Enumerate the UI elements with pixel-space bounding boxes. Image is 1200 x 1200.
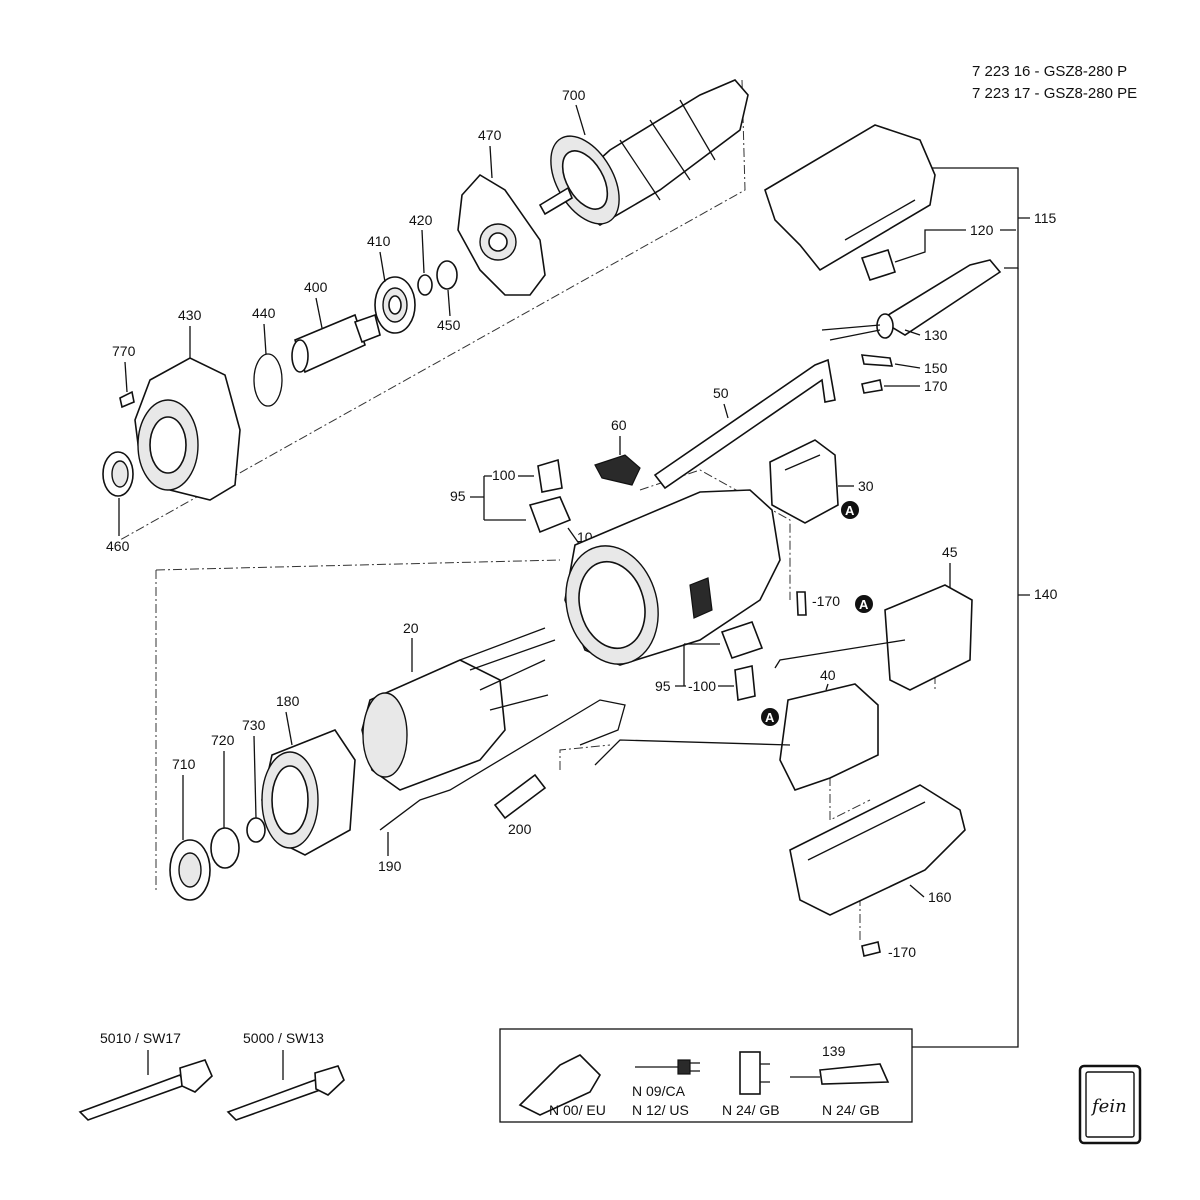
- part-number-30: 30: [858, 478, 874, 494]
- screw-170-top: [861, 379, 883, 394]
- part-number-95-top: 95: [450, 488, 466, 504]
- part-number-180: 180: [276, 693, 300, 709]
- switch-slide-50: [653, 358, 836, 490]
- spindle-400: [291, 313, 381, 374]
- part-number-430: 430: [178, 307, 202, 323]
- brush-holder-10: [528, 496, 572, 534]
- handle-shell-160: [789, 784, 966, 916]
- part-number-20: 20: [403, 620, 419, 636]
- part-number-200: 200: [508, 821, 532, 837]
- marker-a-3: A: [761, 708, 779, 726]
- bearing-plate-470: [457, 173, 546, 296]
- plug-eu-icon: [518, 1054, 602, 1116]
- part-number-100-top: 100: [492, 467, 516, 483]
- plug-label-gb-2: N 24/ GB: [822, 1102, 880, 1118]
- circlip-450: [436, 260, 458, 290]
- fein-logo: fein: [1078, 1064, 1142, 1145]
- sleeve-200: [493, 773, 547, 820]
- wire-190: [379, 699, 626, 831]
- part-number-100-middle: -100: [688, 678, 716, 694]
- brush-holder-100-top: [537, 458, 563, 493]
- wrench-label-sw17: 5010 / SW17: [100, 1030, 181, 1046]
- part-number-140: 140: [1034, 586, 1058, 602]
- part-number-95-middle: 95: [655, 678, 671, 694]
- ring-720: [210, 827, 240, 869]
- plug-gb-icon: [739, 1051, 770, 1095]
- gear-head-430: [134, 357, 241, 501]
- part-number-45: 45: [942, 544, 958, 560]
- part-number-460: 460: [106, 538, 130, 554]
- part-number-400: 400: [304, 279, 328, 295]
- stator-20: [361, 627, 556, 791]
- part-number-420: 420: [409, 212, 433, 228]
- plug-ca-us-icon: [635, 1059, 700, 1075]
- cover-115: [764, 124, 936, 272]
- electronic-module-40: [594, 683, 879, 791]
- marker-a-2: A: [855, 595, 873, 613]
- motor-housing: [564, 489, 781, 666]
- part-number-150: 150: [924, 360, 948, 376]
- plug-label-eu: N 00/ EU: [549, 1102, 606, 1118]
- part-number-120: 120: [970, 222, 994, 238]
- wrench-sw17: [78, 1059, 213, 1121]
- retaining-ring-420: [417, 274, 433, 296]
- part-number-170-middle: -170: [812, 593, 840, 609]
- part-number-170-top: 170: [924, 378, 948, 394]
- screw-170-bottom: [861, 941, 881, 957]
- model-number-line-1: 7 223 16 - GSZ8-280 P: [972, 63, 1127, 80]
- plug-variants-box: N 00/ EU N 09/CA N 12/ US N 24/ GB 139 N…: [499, 1028, 913, 1123]
- plug-gb-cable-139-icon: [790, 1063, 890, 1085]
- part-number-470: 470: [478, 127, 502, 143]
- svg-text:fein: fein: [1090, 1096, 1127, 1117]
- plug-label-gb-1: N 24/ GB: [722, 1102, 780, 1118]
- part-number-720: 720: [211, 732, 235, 748]
- fan-guide-180: [261, 729, 356, 856]
- part-number-130: 130: [924, 327, 948, 343]
- wrench-sw13: [226, 1065, 345, 1121]
- part-number-50: 50: [713, 385, 729, 401]
- plug-label-ca: N 09/CA: [632, 1083, 686, 1099]
- cable-guard-130: [821, 259, 1002, 341]
- part-number-190: 190: [378, 858, 402, 874]
- clip-120: [860, 249, 897, 281]
- sleeve-730: [246, 817, 266, 843]
- marker-a-1: A: [841, 501, 859, 519]
- part-number-170-bottom: -170: [888, 944, 916, 960]
- part-number-730: 730: [242, 717, 266, 733]
- armature-700: [538, 79, 749, 226]
- plug-label-us: N 12/ US: [632, 1102, 689, 1118]
- part-number-115: 115: [1034, 210, 1057, 226]
- wrench-label-sw13: 5000 / SW13: [243, 1030, 324, 1046]
- part-number-160: 160: [928, 889, 952, 905]
- svg-text:A: A: [845, 503, 855, 518]
- part-number-710: 710: [172, 756, 196, 772]
- part-number-40: 40: [820, 667, 836, 683]
- svg-text:A: A: [765, 710, 775, 725]
- brush-holder-middle: [720, 620, 764, 701]
- electronic-module-30: [769, 439, 839, 524]
- part-number-60: 60: [611, 417, 627, 433]
- model-number-line-2: 7 223 17 - GSZ8-280 PE: [972, 85, 1137, 102]
- part-number-700: 700: [562, 87, 586, 103]
- screw-770: [119, 390, 135, 409]
- ring-460: [102, 451, 134, 497]
- part-number-440: 440: [252, 305, 276, 321]
- svg-text:A: A: [859, 597, 869, 612]
- part-number-410: 410: [367, 233, 391, 249]
- part-number-450: 450: [437, 317, 461, 333]
- strain-relief-150: [860, 354, 894, 367]
- part-number-139: 139: [822, 1043, 846, 1059]
- part-number-770: 770: [112, 343, 136, 359]
- electronic-module-45: [774, 584, 973, 691]
- o-ring-440: [253, 353, 283, 407]
- ball-bearing-410: [374, 276, 416, 334]
- screw-170-middle: [796, 591, 807, 616]
- ball-bearing-710: [169, 839, 211, 901]
- switch-button-60: [594, 454, 641, 486]
